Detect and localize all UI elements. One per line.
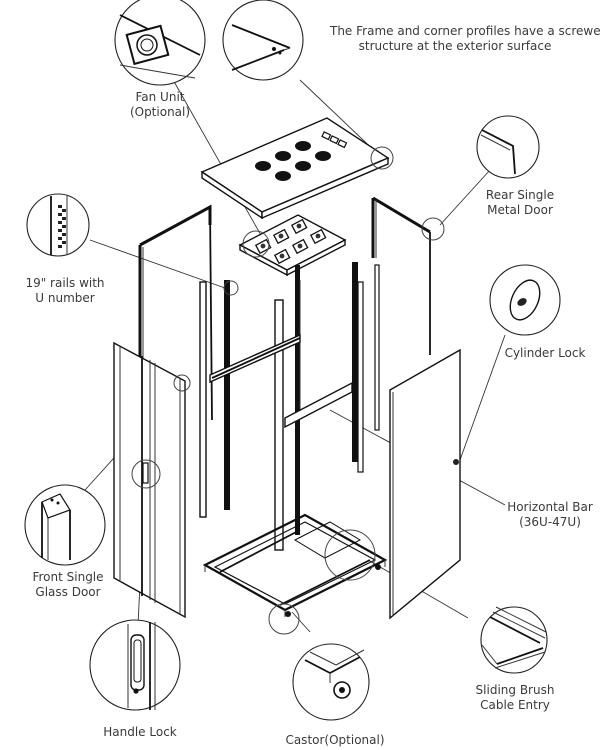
indicator-rails (223, 280, 239, 296)
top-panel-cable-cutouts (321, 131, 348, 149)
label-front-door: Front Single Glass Door (18, 570, 118, 600)
indicator-frame-corner (370, 146, 394, 170)
leader-castor (291, 611, 311, 633)
indicator-fan-unit (242, 230, 270, 258)
detail-front-door (24, 484, 106, 566)
top-panel-fan-holes (255, 141, 331, 181)
fan-tray (238, 214, 347, 277)
horizontal-bars (209, 333, 353, 429)
detail-rear-door (476, 115, 540, 179)
label-front-door-line2: Glass Door (35, 585, 101, 599)
label-rails: 19" rails with U number (15, 276, 115, 306)
label-brush-entry-line2: Cable Entry (480, 698, 550, 712)
label-rails-line1: 19" rails with (25, 276, 105, 290)
leader-rear-door (439, 169, 491, 226)
label-handle-lock-line1: Handle Lock (103, 725, 177, 739)
label-rear-door-line1: Rear Single (485, 188, 555, 202)
label-frame-profiles: The Frame and corner profiles have a scr… (330, 24, 600, 54)
label-handle-lock: Handle Lock (90, 725, 190, 740)
label-cylinder-lock-line1: Cylinder Lock (504, 346, 586, 360)
indicator-castor (268, 603, 300, 635)
indicator-circles (131, 146, 445, 635)
top-panel (200, 117, 390, 220)
label-front-door-line1: Front Single (32, 570, 104, 584)
detail-fan-unit (114, 0, 206, 86)
indicator-handle (131, 459, 161, 489)
leader-fan-unit (171, 77, 263, 238)
label-cylinder-lock: Cylinder Lock (495, 346, 595, 361)
label-castor-line1: Castor(Optional) (285, 733, 385, 747)
label-brush-entry-line1: Sliding Brush (475, 683, 555, 697)
indicator-front-door (173, 374, 191, 392)
rack-posts (199, 262, 380, 551)
label-horizontal-bar-line2: (36U-47U) (519, 515, 581, 529)
detail-handle-lock (89, 619, 181, 711)
label-brush-entry: Sliding Brush Cable Entry (465, 683, 565, 713)
indicator-brush (324, 529, 376, 581)
label-horizontal-bar-line1: Horizontal Bar (507, 500, 593, 514)
detail-frame-profiles (222, 0, 304, 81)
label-frame-profiles-line2: structure at the exterior surface (358, 39, 552, 53)
label-fan-unit-line1: Fan Unit (135, 90, 185, 104)
detail-cylinder-lock (489, 264, 561, 336)
leader-cylinder-lock (459, 334, 506, 461)
base-frame (202, 513, 388, 617)
label-horizontal-bar: Horizontal Bar (36U-47U) (500, 500, 600, 530)
label-rails-line2: U number (35, 291, 95, 305)
label-rear-door: Rear Single Metal Door (470, 188, 570, 218)
detail-brush-entry (480, 606, 548, 674)
rear-door (371, 196, 431, 355)
front-glass-door (113, 341, 186, 619)
label-fan-unit: Fan Unit (Optional) (115, 90, 205, 120)
detail-rails (26, 193, 90, 257)
right-side-panel (389, 348, 461, 620)
indicator-rear-door (421, 217, 445, 241)
detail-castor (292, 643, 370, 721)
label-fan-unit-line2: (Optional) (129, 105, 191, 119)
label-frame-profiles-line1: The Frame and corner profiles have a scr… (330, 24, 600, 38)
label-rear-door-line2: Metal Door (487, 203, 553, 217)
leader-rails (89, 239, 226, 289)
label-castor: Castor(Optional) (280, 733, 390, 748)
